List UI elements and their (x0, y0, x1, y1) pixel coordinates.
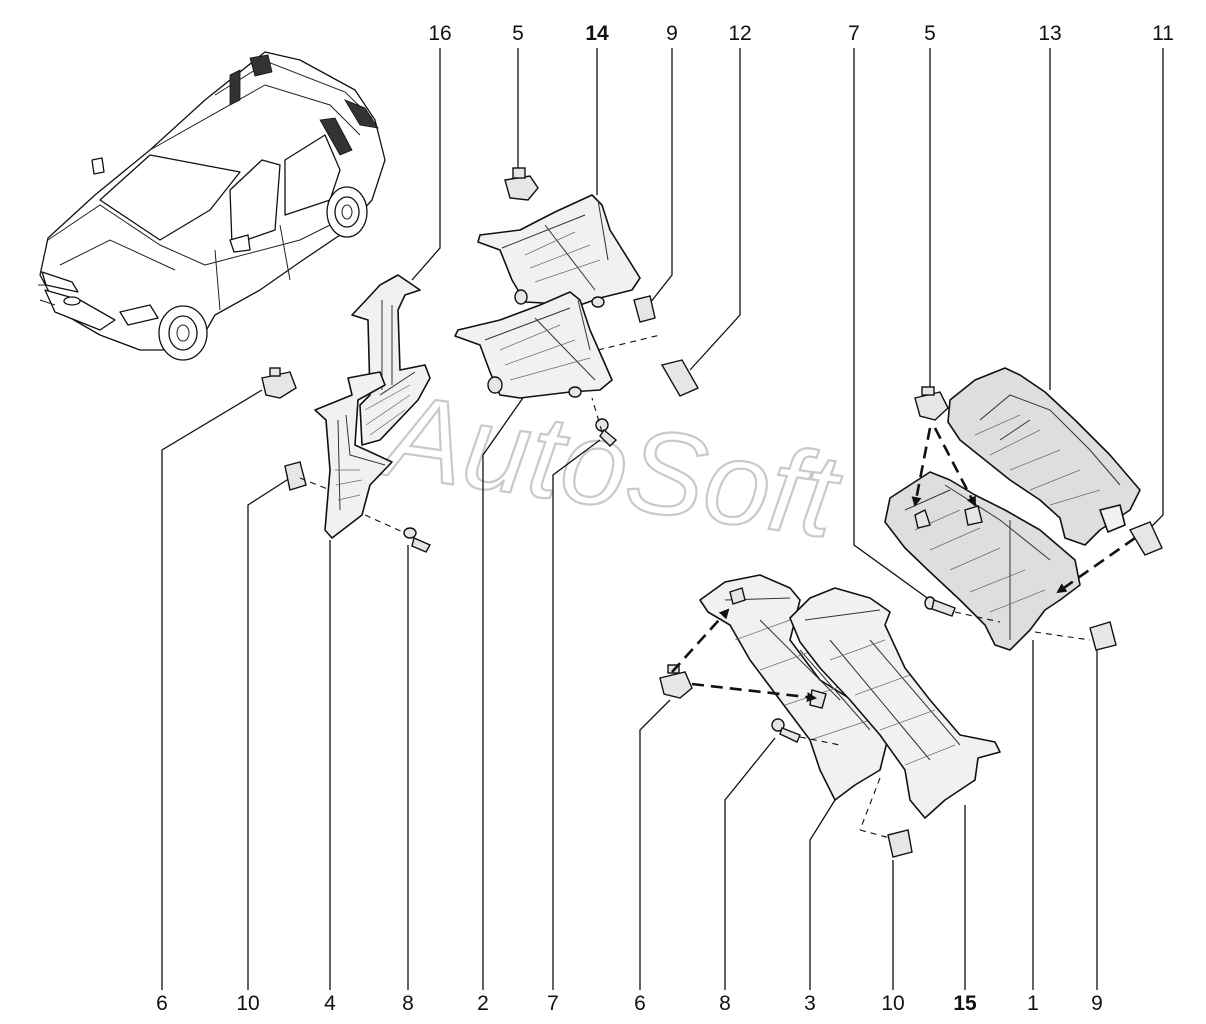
assembly-lines (299, 334, 1136, 839)
label-5-right: 5 (924, 22, 936, 45)
label-11: 11 (1152, 22, 1174, 45)
part-3-trim (699, 574, 891, 801)
label-10-bottom: 10 (881, 992, 904, 1015)
label-9-bottom: 9 (1091, 992, 1103, 1015)
label-2: 2 (477, 992, 489, 1015)
label-8-left: 8 (402, 992, 414, 1015)
label-9-top: 9 (666, 22, 678, 45)
nut-10-left (284, 461, 307, 491)
part-14-trim (477, 194, 641, 308)
label-1: 1 (1027, 992, 1039, 1015)
part-4-pillar-lower (314, 371, 393, 539)
part-1-quarter-lower (884, 471, 1081, 651)
label-7-top: 7 (848, 22, 860, 45)
label-4: 4 (324, 992, 336, 1015)
label-16: 16 (428, 22, 451, 45)
label-7-bottom: 7 (547, 992, 559, 1015)
screw-8-bottom (771, 718, 801, 743)
screw-8-left (403, 527, 431, 553)
bottom-labels: 6 10 4 8 2 7 6 8 3 10 15 1 9 (156, 992, 1103, 1015)
label-10-left: 10 (236, 992, 259, 1015)
clip-5-right (914, 386, 949, 421)
part-13-quarter-upper (947, 367, 1141, 546)
nut-10-bottom (887, 829, 913, 858)
label-12: 12 (728, 22, 751, 45)
label-6-bottom: 6 (634, 992, 646, 1015)
part-16-pillar-upper (351, 274, 431, 446)
label-8-bottom: 8 (719, 992, 731, 1015)
car-illustration (38, 51, 386, 361)
clip-5-top (504, 167, 539, 201)
part-2-trim (454, 291, 613, 399)
label-14: 14 (585, 22, 609, 45)
label-3: 3 (804, 992, 816, 1015)
label-15: 15 (953, 992, 977, 1015)
watermark-text: AutoSoft (372, 369, 849, 564)
clip-6-left (261, 367, 297, 399)
part-15-trim (789, 587, 1001, 819)
nut-9-top (633, 295, 656, 323)
label-6-left: 6 (156, 992, 168, 1015)
nut-9-right (1089, 621, 1117, 651)
label-5-top: 5 (512, 22, 524, 45)
clip-6-bottom (659, 664, 693, 699)
top-labels: 16 5 14 9 12 7 5 13 11 (428, 22, 1174, 45)
screw-7-right (924, 596, 956, 617)
leader-lines (161, 48, 1164, 990)
label-13: 13 (1038, 22, 1061, 45)
clip-12 (660, 359, 699, 397)
clip-11 (1128, 521, 1163, 556)
fasteners (261, 167, 1163, 858)
